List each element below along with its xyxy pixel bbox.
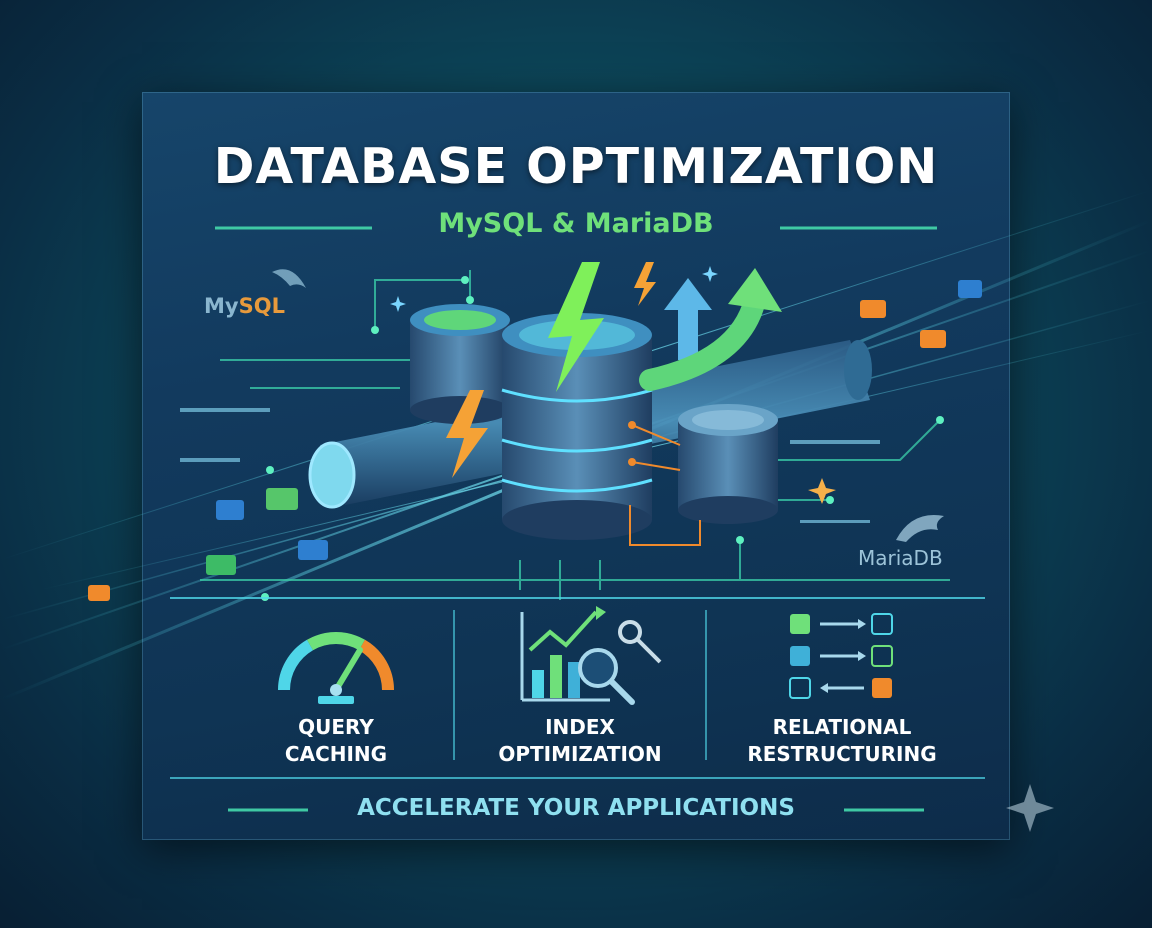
feature-label-line1: INDEX [545,715,615,739]
feature-label-line2: RESTRUCTURING [747,742,937,766]
up-arrow-green [639,268,782,391]
feature-dividers [453,610,707,760]
mariadb-logo: MariaDB [858,546,943,570]
sparkle-icons-small [390,266,718,312]
database-main [501,313,653,540]
feature-query-caching: QUERY CACHING [206,714,466,768]
page-subtitle: MySQL & MariaDB [438,208,714,239]
lightning-bolt-green [548,262,604,392]
mariadb-seal-icon [896,515,944,542]
mysql-dolphin-icon [272,269,306,288]
circuit-nodes [261,276,944,601]
orange-links [629,424,701,546]
feature-label-line1: RELATIONAL [772,715,912,739]
relational-grid-icon [789,613,893,699]
database-small-left [410,304,510,424]
chart-magnifier-key-icon [520,606,662,705]
mysql-logo-suffix: SQL [238,294,285,318]
page-title: DATABASE OPTIMIZATION [213,138,939,195]
speedometer-icon [278,632,394,704]
circuit-traces [200,270,950,600]
sparkle-icons [808,478,836,504]
envelope-icons [88,280,982,601]
feature-index-optimization: INDEX OPTIMIZATION [450,714,710,768]
lightning-bolt-orange [446,262,656,478]
feature-relational-restructuring: RELATIONAL RESTRUCTURING [712,714,972,768]
tagline: ACCELERATE YOUR APPLICATIONS [357,795,795,821]
mysql-logo: MySQL [204,294,285,318]
corner-sparkle-icon [1006,784,1054,832]
feature-label-line2: CACHING [284,742,388,766]
up-arrow-blue [664,278,712,360]
database-small-right [678,404,778,524]
mysql-logo-prefix: My [204,294,239,318]
feature-label-line1: QUERY [298,715,374,739]
feature-label-line2: OPTIMIZATION [498,742,662,766]
data-dashes [180,408,880,523]
